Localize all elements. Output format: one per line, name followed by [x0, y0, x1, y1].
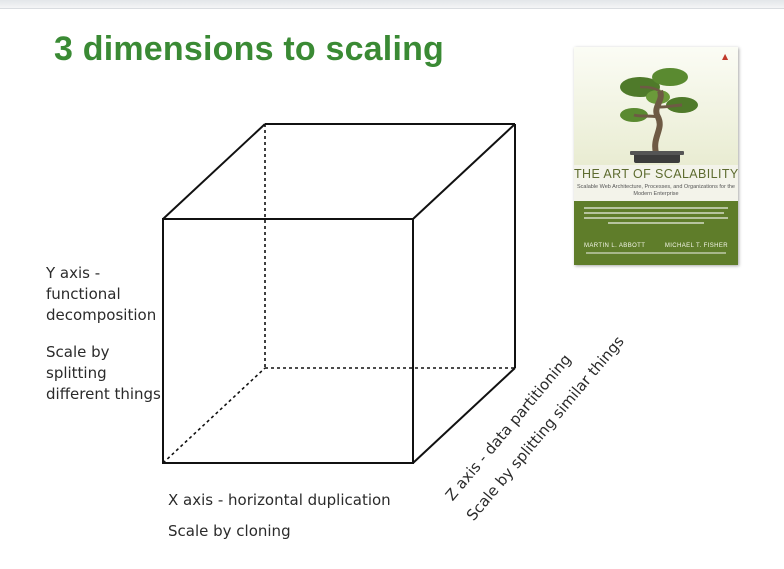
book-author-2: MICHAEL T. FISHER: [665, 243, 728, 249]
bonsai-tree-icon: [612, 57, 702, 167]
x-axis-label: X axis - horizontal duplication: [168, 490, 391, 511]
y-axis-description: Scale by splitting different things: [46, 342, 166, 405]
y-axis-label: Y axis - functional decomposition: [46, 263, 166, 326]
blurb-line: [584, 207, 728, 209]
cube-front-face: [163, 219, 413, 463]
cube-edge-top-left: [163, 124, 265, 219]
book-author-1: MARTIN L. ABBOTT: [584, 243, 645, 249]
book-cover-image: ▲ THE ART OF SCALABILITY Scalable Web Ar…: [574, 47, 738, 265]
x-axis-description: Scale by cloning: [168, 521, 291, 542]
blurb-line: [584, 217, 728, 219]
book-foreword-line: [586, 252, 726, 254]
blurb-line: [608, 222, 704, 224]
cube-edge-top-right: [413, 124, 515, 219]
cube-edge-hidden-diagonal: [163, 368, 265, 463]
publisher-logo-icon: ▲: [722, 53, 730, 61]
book-cover-bottom: [574, 201, 738, 265]
book-title: THE ART OF SCALABILITY: [574, 167, 738, 181]
book-subtitle: Scalable Web Architecture, Processes, an…: [574, 184, 738, 198]
book-authors: MARTIN L. ABBOTT MICHAEL T. FISHER: [584, 243, 728, 249]
blurb-line: [584, 212, 724, 214]
